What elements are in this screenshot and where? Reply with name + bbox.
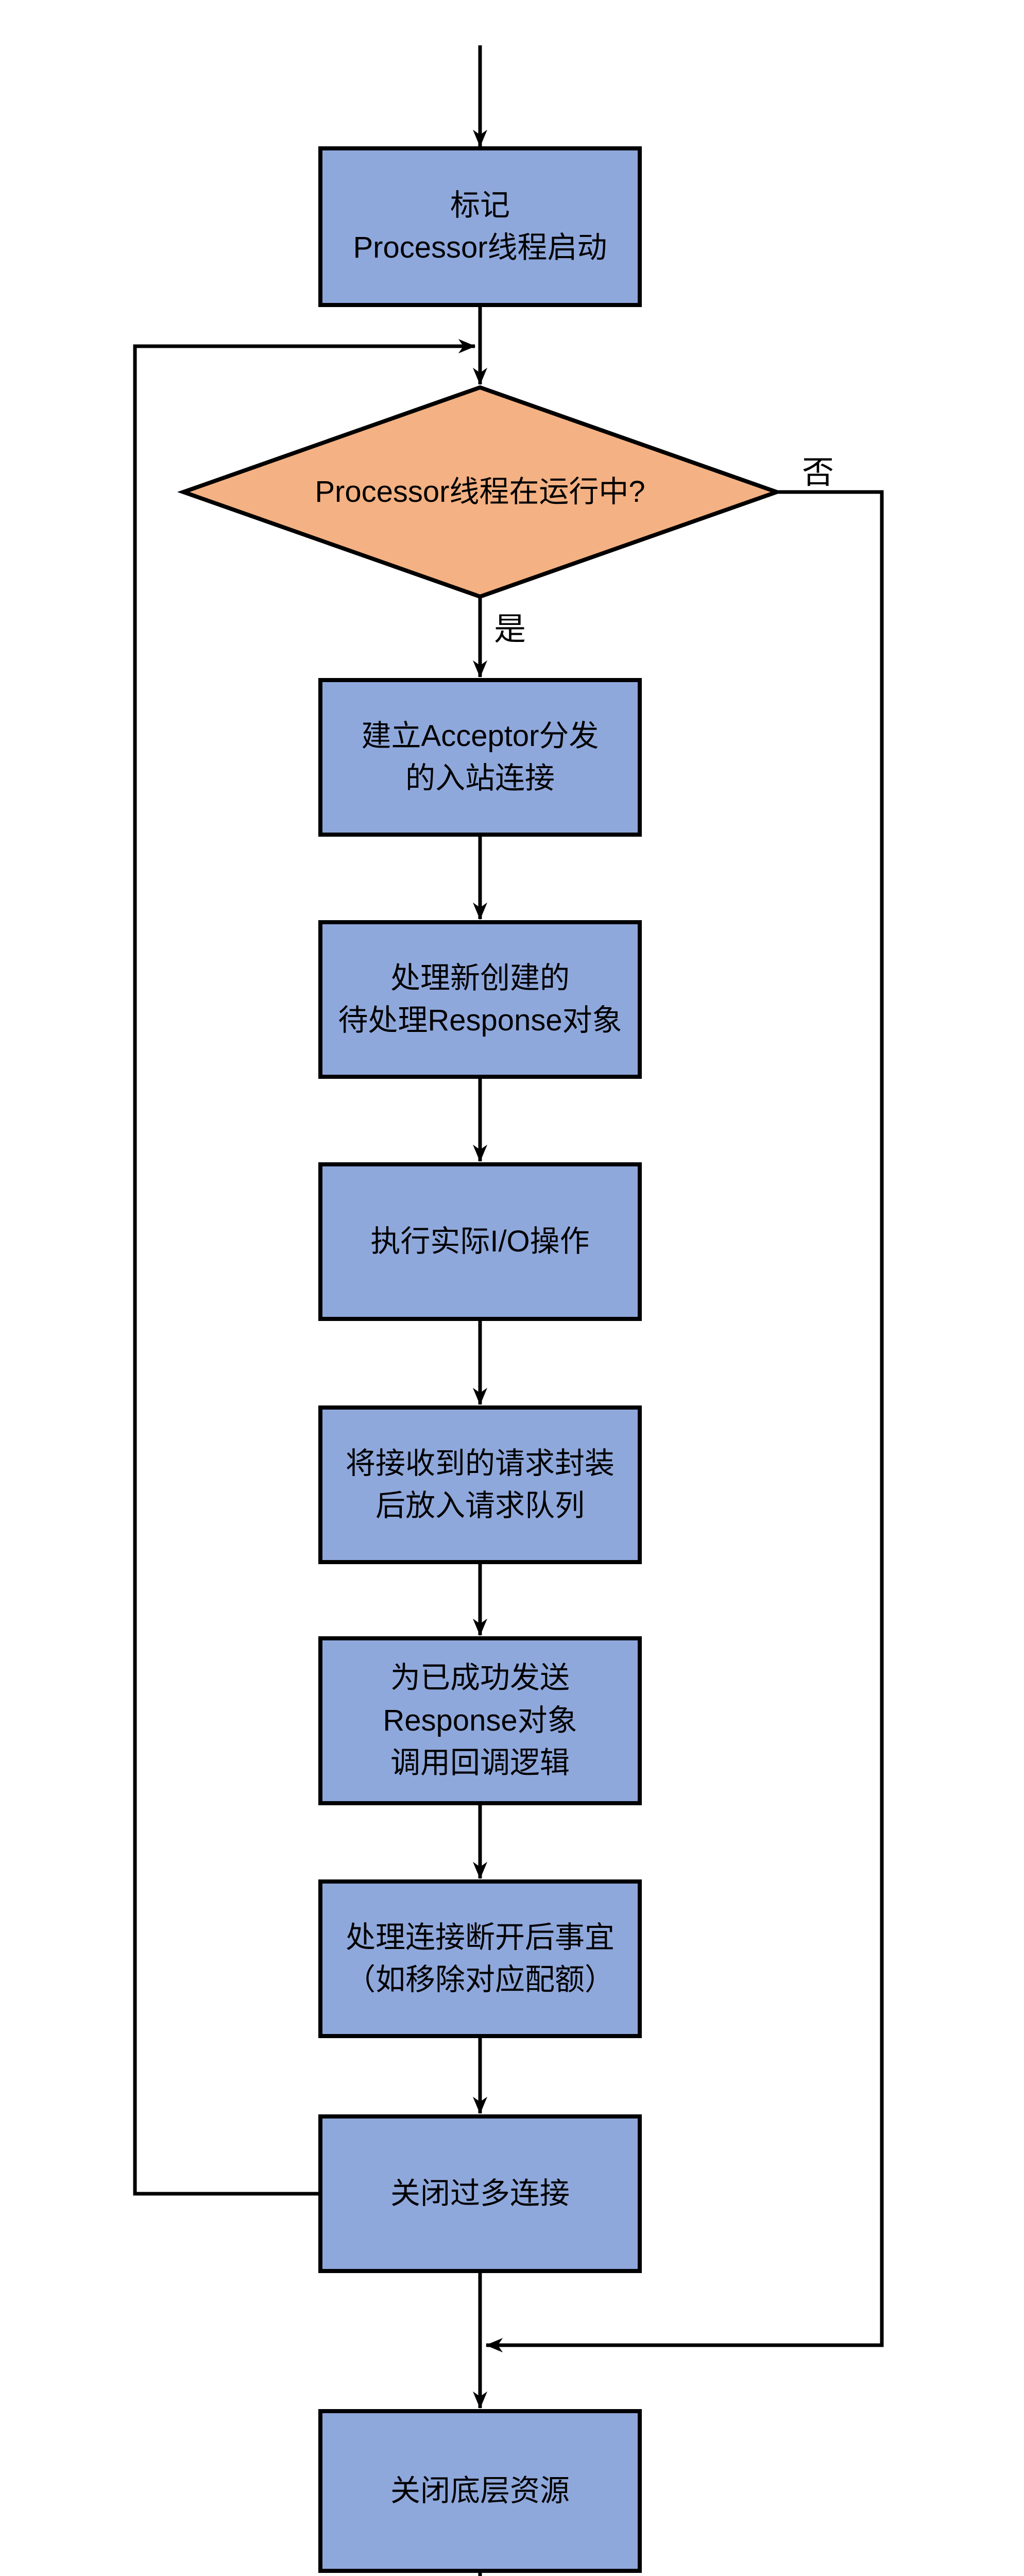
- process-box-handle-new-responses: [318, 920, 642, 1079]
- process-box-invoke-callbacks: [318, 1636, 642, 1805]
- decision-diamond-running-check: [177, 385, 783, 599]
- edge-label-yes: 是: [494, 612, 526, 647]
- process-box-mark-start: [318, 146, 642, 307]
- edge-label-no: 否: [802, 455, 834, 490]
- edge-decision-no: [485, 490, 884, 2352]
- process-box-enqueue-requests: [318, 1405, 642, 1564]
- process-box-perform-io: [318, 1162, 642, 1321]
- process-box-close-resources: [318, 2409, 642, 2573]
- process-box-accept-connections: [318, 678, 642, 837]
- process-box-close-excess-connections: [318, 2114, 642, 2273]
- edge-loop-back: [133, 339, 476, 2196]
- process-box-handle-disconnects: [318, 1879, 642, 2038]
